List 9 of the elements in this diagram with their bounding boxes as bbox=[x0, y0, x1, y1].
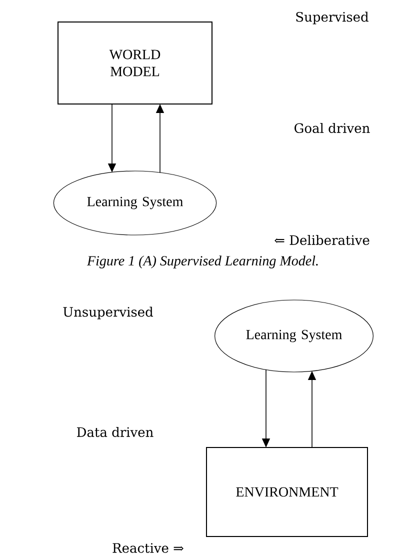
process-box: ENVIRONMENT bbox=[206, 447, 368, 537]
side-label: Data driven bbox=[77, 426, 154, 438]
side-label: Supervised bbox=[296, 12, 368, 24]
side-label: ⇐ Deliberative bbox=[274, 234, 370, 246]
process-box: WORLD MODEL bbox=[58, 22, 212, 104]
side-label: Unsupervised bbox=[63, 306, 153, 320]
side-label: Goal driven bbox=[294, 122, 370, 134]
side-label: Reactive ⇒ bbox=[112, 543, 184, 553]
figure-caption: Figure 1 (A) Supervised Learning Model. bbox=[86, 256, 318, 268]
